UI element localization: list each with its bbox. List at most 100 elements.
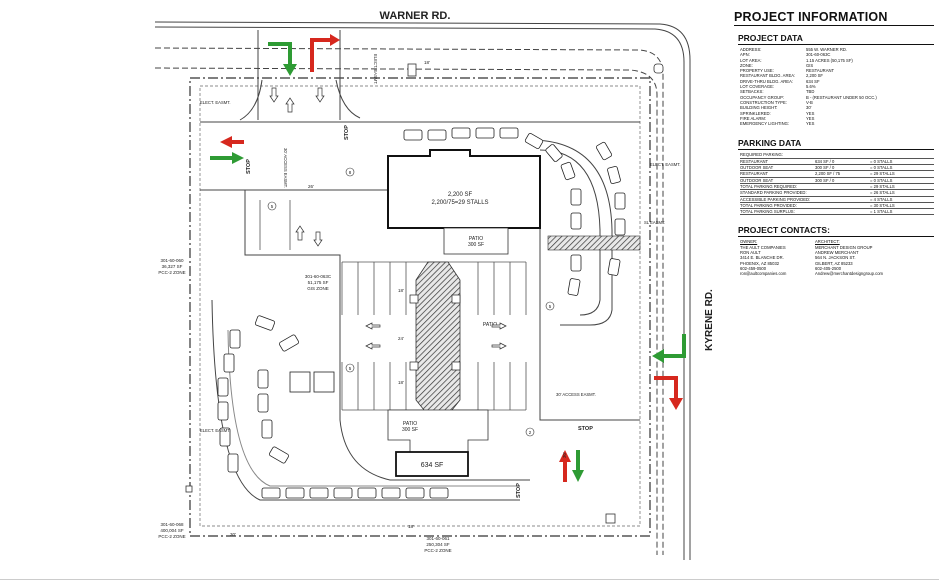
elect-easement-sw: ELECT. EASMT. [200,428,230,433]
parking-data-row: REQUIRED PARKING: [740,152,934,159]
street-name-east: KYRENE RD. [704,289,715,351]
project-data-key: OCCUPANCY GROUP: [740,94,785,100]
east-exit-red-arrow [654,376,683,410]
project-data-key: EMERGENCY LIGHTING: [740,121,790,127]
parking-cell-c2 [815,190,870,195]
parking-data-row: STANDARD PARKING PROVIDED: = 26 STALLS [740,190,934,197]
access-easement-south: 30' ACCESS EASMT. [556,392,596,397]
elect-easement-ne: ELECT. EASMT. [650,162,680,167]
project-data-value: YES [806,115,815,121]
project-data-value: TBD [806,89,815,95]
parcel-center-apn: 301-60-063C [305,274,332,279]
parking-cell-c1: OUTDOOR SEAT [740,165,774,171]
project-data-value: 301-60-063C [806,52,831,58]
project-data-row: ADDRESS:555 W. WARNER RD. [740,47,934,52]
parking-data-row: TOTAL PARKING PROVIDED: = 30 STALLS [740,202,934,210]
stop-south: STOP [516,483,522,498]
project-info-panel: PROJECT INFORMATION PROJECT DATA ADDRESS… [734,10,934,277]
project-data-key: PROPERTY USE: [740,68,774,74]
project-data-row: RESTAURANT BLDG. AREA: 2,200 SF [740,73,934,78]
marker-5: 2 [529,430,532,435]
project-data-key: SPRINKLERED: [740,110,771,116]
dim-6: 30' [230,532,236,537]
architect-contact-line: 602-405-2500 [815,265,842,271]
stop-west: STOP [246,159,252,174]
drive-thru-building [395,451,469,477]
parking-cell-c3: = 0 STALLS [870,177,893,183]
south-green-arrow [572,450,584,482]
project-data-key: DRIVE-THRU BLDG. AREA: [740,78,794,84]
project-data-value: GIS [806,62,814,68]
owner-contact-line: 602-459-0500 [740,265,767,271]
project-data-value: YES [806,110,815,116]
patio-center-label: PATIO [483,322,497,328]
project-data-list: ADDRESS:555 W. WARNER RD.APN:301-60-063C… [734,47,934,126]
project-data-key: FIRE ALARM: [740,115,767,121]
utility-boxes [185,63,664,524]
parking-cell-c1: REQUIRED PARKING: [740,152,783,158]
parking-cell-c2 [815,152,870,157]
parking-cell-c1: TOTAL PARKING PROVIDED: [740,202,797,208]
parking-cell-c3: = 26 STALLS [870,190,895,196]
parking-cell-c1: OUTDOOR SEAT [740,177,774,183]
project-data-row: BUILDING HEIGHT:30' [740,105,934,110]
project-data-value: B - (RESTAURANT UNDER 50 OCC.) [806,94,877,100]
project-data-row: CONSTRUCTION TYPE:V-B [740,100,934,105]
marker-3: 5 [349,366,352,371]
south-red-arrow [559,450,571,482]
project-data-row: PROPERTY USE:RESTAURANT [740,68,934,73]
architect-contact-line: Andrew@merchantdesigngroup.com [815,271,884,277]
parking-data-row: TOTAL PARKING REQUIRED: = 29 STALLS [740,183,934,191]
parking-cell-c3: = 0 STALLS [870,158,893,164]
project-data-value: 555 W. WARNER RD. [806,47,848,52]
pedestrian-walkway [415,261,461,416]
parcel-west-zone: PCC-2 ZONE [158,270,185,275]
parking-cell-c3: = 29 STALLS [870,183,895,189]
architect-contact-line: 564 N. JACKSON ST. [815,255,856,261]
accessible-stalls [409,294,461,371]
parking-cell-c2 [815,184,870,189]
dim-3: 18' [398,288,404,293]
project-data-row: LOT COVERAGE:5.6% [740,84,934,89]
project-data-key: BUILDING HEIGHT: [740,105,778,111]
parcel-south-apn: 301-60-061 [426,536,450,541]
parking-cell-c3: = 0 STALLS [870,165,893,171]
street-edges [154,21,691,560]
parking-cell-c2: 300 SF / 0 [815,177,835,183]
project-data-value: 2,200 SF [806,73,823,79]
project-contacts-heading: PROJECT CONTACTS: [738,225,934,238]
parking-data-row: RESTAURANT 634 SF / 0 = 0 STALLS [740,158,934,166]
project-data-key: LOT COVERAGE: [740,84,775,90]
parking-cell-c1: STANDARD PARKING PROVIDED: [740,190,807,196]
architect-contact-line: ANDREW MERCHANT [815,250,859,256]
parking-cell-c2: 634 SF / 0 [815,158,835,164]
marker-1: 8 [349,170,352,175]
parking-cell-c1: TOTAL PARKING REQUIRED: [740,183,798,189]
parking-cell-c1: RESTAURANT [740,158,769,164]
project-data-value: 634 SF [806,78,820,84]
elect-easement-n: ELECT. EASMT. [373,54,378,84]
architect-contact-line: MERCHANT DESIGN GROUP [815,244,873,250]
west-green-arrow [210,152,244,164]
project-data-row: LOT AREA:1.15 ACRES (50,175 SF) [740,58,934,63]
project-data-row: DRIVE-THRU BLDG. AREA: 634 SF [740,79,934,84]
east-entry-green-arrow [652,334,686,363]
drive-thru-area: 634 SF [421,462,444,469]
north-entry-green-arrow [268,42,297,76]
project-data-key: RESTAURANT BLDG. AREA: [740,73,796,79]
parcel-south-zone: PCC-2 ZONE [424,548,451,553]
easement-labels: 30' ACCESS EASMT. 30' ACCESS EASMT. ELEC… [200,54,680,433]
parking-cell-c2: 2,200 SF / 75 [815,171,841,177]
parking-cell-c3: = 30 STALLS [870,202,895,208]
parking-data-heading: PARKING DATA [738,138,934,151]
stop-north: STOP [344,125,350,140]
project-data-value: 1.15 ACRES (50,175 SF) [806,57,853,63]
traffic-arrows [210,34,686,482]
dim-1: 18' [424,60,430,65]
patio-north [443,227,509,255]
building-stalls: 2,200/75=29 STALLS [431,200,488,206]
